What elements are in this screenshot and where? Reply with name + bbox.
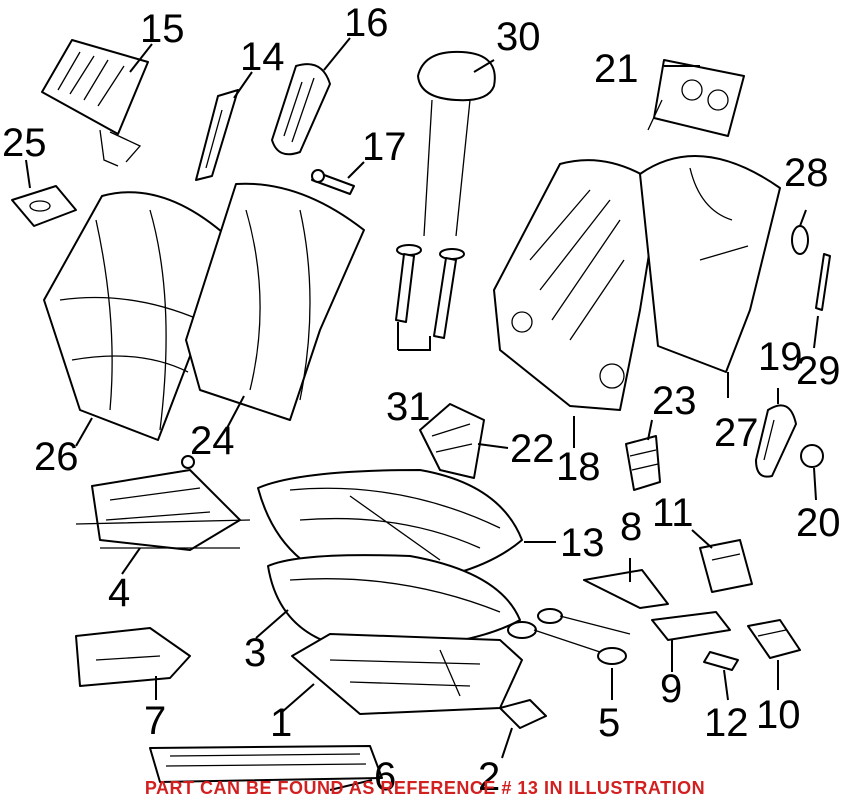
part-24-backrest-cushion: [185, 182, 365, 421]
part-15-seat-heater-mat: [41, 39, 149, 167]
callout-15: 15: [140, 7, 185, 51]
part-29-pin: [815, 253, 831, 311]
part-9-rail: [651, 611, 731, 641]
leader-lines: [25, 37, 819, 791]
callout-10: 10: [756, 693, 801, 737]
part-14-trim-strip: [195, 89, 239, 181]
callout-20: 20: [796, 501, 841, 545]
part-18-backrest-frame: [493, 159, 661, 411]
part-19-side-cover: [755, 404, 797, 478]
part-1-seat-pan: [291, 633, 523, 715]
part-30-headrest: [417, 50, 496, 237]
callout-22: 22: [510, 427, 555, 471]
part-23-control-module: [625, 435, 661, 491]
part-2-clip: [499, 699, 547, 729]
callout-3: 3: [244, 631, 266, 675]
callout-labels: 15 14 16 30 21 17 25 28 19 29 23 31 24 2…: [2, 1, 841, 799]
callout-12: 12: [704, 701, 749, 745]
callout-4: 4: [108, 571, 130, 615]
part-31-headrest-guides: [395, 244, 465, 339]
callout-23: 23: [652, 379, 697, 423]
callout-19: 19: [758, 335, 803, 379]
callout-24: 24: [190, 419, 235, 463]
callout-28: 28: [784, 151, 829, 195]
part-10-switch: [747, 619, 801, 659]
part-4-seat-bracket: [75, 455, 251, 551]
callout-11: 11: [652, 491, 694, 535]
callout-5: 5: [598, 701, 620, 745]
part-11-motor: [699, 539, 753, 593]
part-25-clip: [11, 185, 77, 227]
part-6-seat-heater-mat: [149, 745, 383, 783]
callout-18: 18: [556, 445, 601, 489]
part-20-knob: [800, 444, 824, 468]
part-16-trim-cover: [271, 63, 331, 156]
callout-13: 13: [560, 521, 605, 565]
part-28-ring: [791, 225, 809, 255]
callout-6: 6: [374, 755, 396, 799]
part-22-recliner-bracket: [419, 403, 485, 479]
callout-31: 31: [386, 385, 431, 429]
callout-2: 2: [478, 755, 500, 799]
part-21-switch-unit: [647, 59, 745, 137]
part-8-mounting-bracket: [583, 569, 669, 609]
callout-30: 30: [496, 15, 541, 59]
callout-29: 29: [796, 349, 841, 393]
callout-9: 9: [660, 667, 682, 711]
part-3-seat-cushion-foam: [267, 554, 521, 651]
part-12-bulb: [703, 651, 739, 671]
callout-1: 1: [270, 701, 292, 745]
callout-17: 17: [362, 125, 407, 169]
callout-14: 14: [240, 35, 285, 79]
callout-27: 27: [714, 411, 759, 455]
part-17-bolt: [311, 169, 355, 195]
part-7-side-panel: [75, 627, 191, 687]
reference-caption: PART CAN BE FOUND AS REFERENCE # 13 IN I…: [144, 778, 706, 798]
part-27-backrest-rear-panel: [639, 155, 781, 373]
callout-25: 25: [2, 121, 47, 165]
callout-7: 7: [144, 699, 166, 743]
callout-26: 26: [34, 435, 79, 479]
callout-16: 16: [344, 1, 389, 45]
part-5-lumbar-adjuster: [507, 608, 631, 665]
callout-21: 21: [594, 47, 639, 91]
callout-8: 8: [620, 505, 642, 549]
